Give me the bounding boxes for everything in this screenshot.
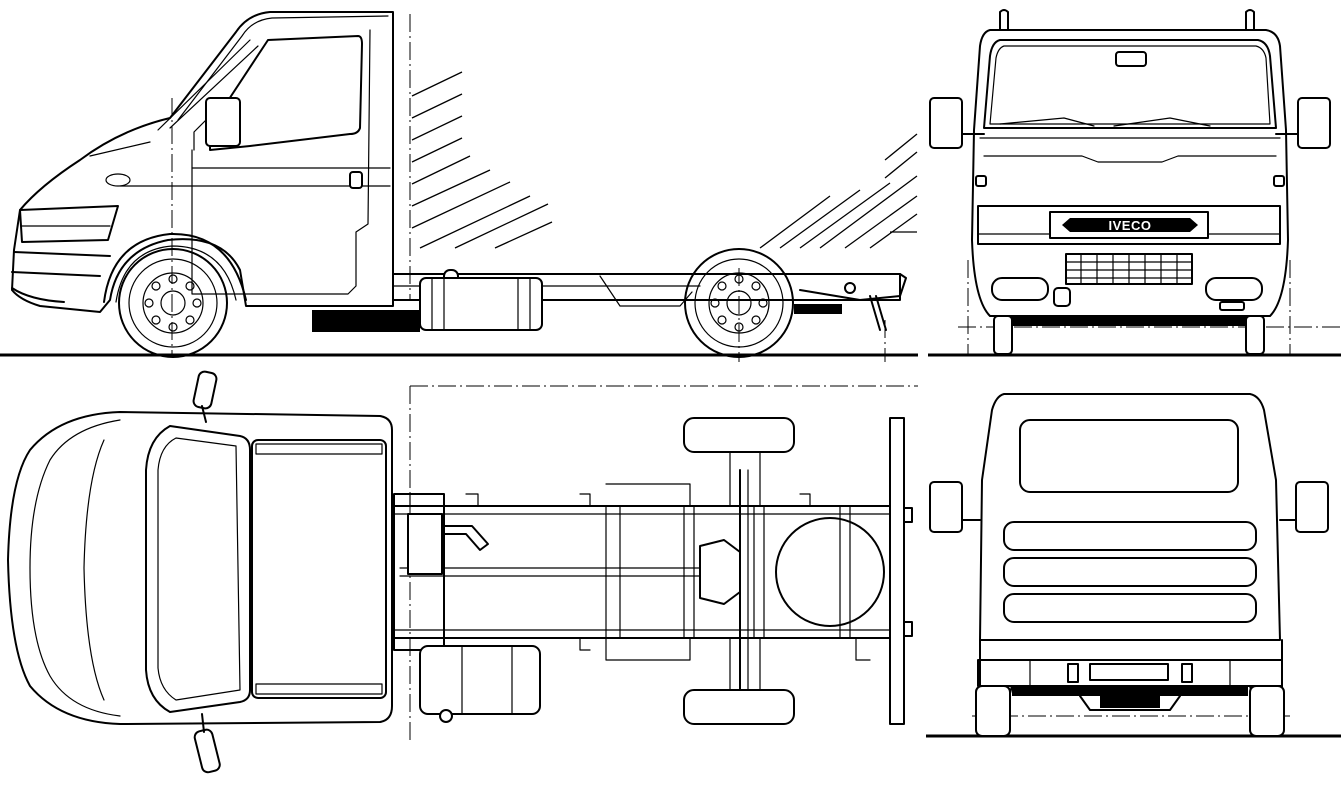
- cab-sill-shadow: [312, 310, 420, 332]
- fuel-cap: [439, 709, 453, 723]
- rear-cab-outline: [979, 393, 1281, 641]
- top-view: [7, 370, 918, 774]
- mirror-left: [929, 97, 963, 149]
- chassis-rail: [392, 273, 901, 301]
- front-wheel-arch: [103, 232, 247, 303]
- side-view: [0, 11, 918, 362]
- side-window: [209, 35, 363, 151]
- side-indicator: [105, 173, 131, 187]
- top-roof-rails: [255, 443, 383, 695]
- a-pillar: [157, 39, 251, 131]
- crossmember-3: [753, 505, 765, 639]
- roof-marker-right: [1245, 9, 1255, 31]
- rear-wheel-top-left: [683, 417, 795, 453]
- rear-tire-right: [1249, 685, 1285, 737]
- door-handle: [349, 171, 363, 189]
- rear-tow-bracket: [1079, 695, 1181, 711]
- spare-wheel: [775, 517, 885, 627]
- top-windshield-base: [83, 439, 105, 701]
- number-plate-bracket: [1219, 301, 1245, 311]
- headlamp-band: [977, 205, 1281, 245]
- fog-lamp-left: [991, 277, 1049, 301]
- mirror-right: [1297, 97, 1331, 149]
- top-mirror-left: [192, 370, 218, 410]
- differential: [699, 539, 741, 605]
- top-bonnet-line: [29, 419, 121, 717]
- top-roof-panel: [251, 439, 387, 699]
- rear-spring-shadow: [794, 304, 842, 314]
- side-lamp-right: [1273, 175, 1285, 187]
- brand-badge: IVECO: [1109, 218, 1152, 233]
- lower-grille-bars: [1065, 253, 1193, 285]
- front-wheel: [118, 248, 228, 358]
- exhaust-pipe: [441, 525, 489, 551]
- windshield: [983, 39, 1277, 129]
- bonnet-lines: [979, 137, 1281, 163]
- chassis-front-section: [393, 493, 445, 651]
- roof-marker-left: [999, 9, 1009, 31]
- gearbox: [407, 513, 443, 575]
- crossmember-2: [683, 505, 695, 639]
- rear-hanger: [869, 295, 887, 331]
- wiper-blades: [999, 117, 1211, 127]
- rear-window: [1019, 419, 1239, 493]
- cab-roof-line: [177, 15, 389, 121]
- windshield-inner: [989, 45, 1271, 125]
- prop-shaft-housing: [599, 275, 693, 307]
- rail-brackets-left: [409, 483, 811, 507]
- hood-line: [89, 141, 151, 157]
- front-underbody-shadow: [1010, 316, 1246, 326]
- rear-view-mirror: [1115, 51, 1147, 67]
- rear-rib-1: [1003, 521, 1257, 551]
- fog-lamp-right: [1205, 277, 1263, 301]
- a-pillar-inner: [169, 45, 259, 129]
- rear-mirror-right: [1295, 481, 1329, 533]
- cargo-hatching: [411, 71, 918, 249]
- top-windshield: [145, 425, 251, 713]
- crossmember-1: [605, 505, 621, 639]
- rear-tire-left: [975, 685, 1011, 737]
- headlamp: [19, 205, 119, 243]
- rear-mirror-left: [929, 481, 963, 533]
- brand-badge-plate: [1062, 218, 1198, 232]
- rear-hub-lines: [729, 451, 761, 691]
- rear-wheel-top-right: [683, 689, 795, 725]
- front-cab-outline: [971, 29, 1289, 317]
- rear-number-plate: [1089, 663, 1169, 681]
- front-tire-left: [993, 315, 1013, 355]
- side-lamp-left: [975, 175, 987, 187]
- rear-rib-3: [1003, 593, 1257, 623]
- rear-crossmember: [799, 273, 907, 301]
- cab-door-outline: [191, 29, 371, 295]
- front-view: IVECO: [928, 9, 1341, 357]
- front-wheel-arch-inner: [115, 245, 237, 303]
- top-mirror-right: [193, 728, 221, 774]
- rear-hitch: [1100, 696, 1160, 708]
- top-cab-outline: [7, 411, 393, 725]
- rear-underrun-bar: [889, 417, 905, 725]
- mirror-arm: [193, 119, 207, 151]
- top-fuel-tank: [419, 645, 541, 715]
- front-bumper: [11, 251, 111, 303]
- rear-rib-2: [1003, 557, 1257, 587]
- front-tire-right: [1245, 315, 1265, 355]
- crossmember-4: [839, 505, 851, 639]
- side-mirror: [205, 97, 241, 147]
- rear-wheel: [684, 248, 794, 358]
- tow-point: [844, 282, 856, 294]
- fuel-tank: [419, 277, 543, 331]
- rail-brackets-right: [579, 637, 871, 661]
- tow-eye-front: [1053, 287, 1071, 307]
- rear-underbody-shadow: [1012, 686, 1248, 696]
- cab-body-outline: [11, 11, 394, 313]
- rear-view: [926, 393, 1341, 738]
